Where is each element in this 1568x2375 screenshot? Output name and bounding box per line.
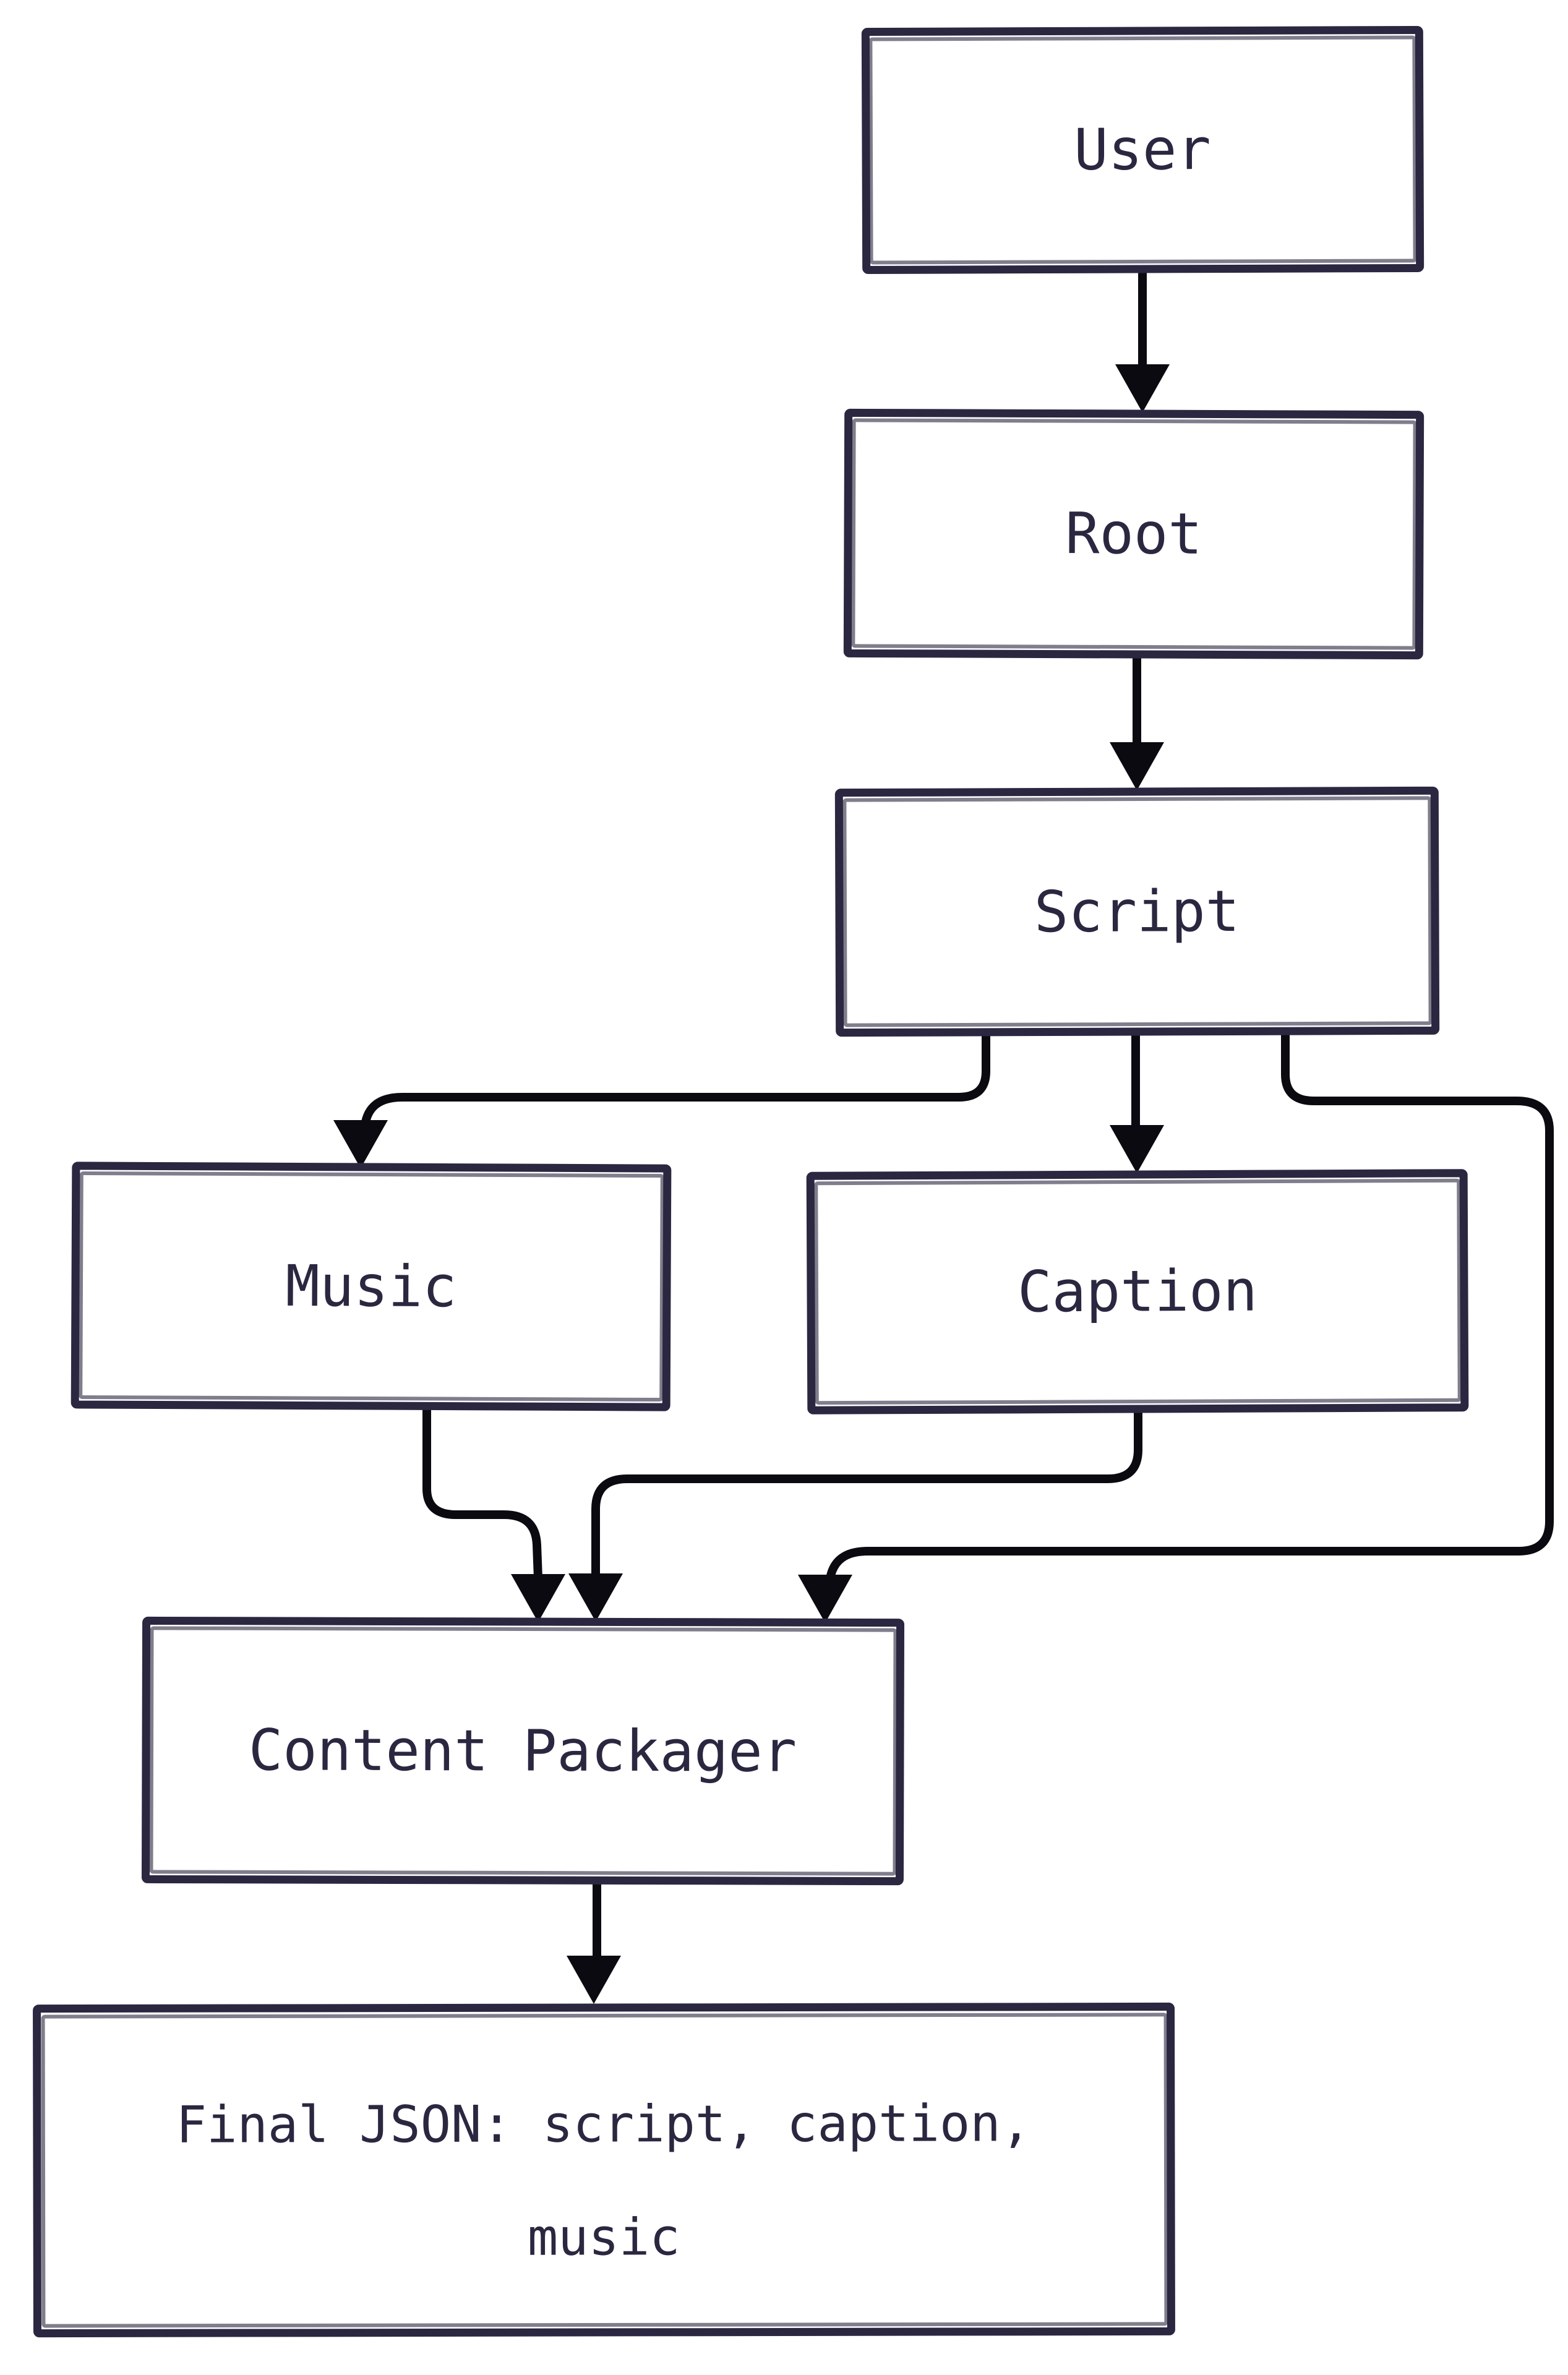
node-script-box-sketch: [842, 796, 1433, 1027]
edge-caption-packager-line: [591, 1406, 1142, 1583]
node-user-box: [861, 25, 1424, 275]
node-music: Music: [71, 1162, 672, 1411]
node-root-box-sketch: [851, 418, 1417, 650]
node-script: Script: [834, 786, 1440, 1037]
node-caption-box: [806, 1169, 1469, 1414]
node-root-box: [843, 408, 1424, 660]
edge-music-packager-line: [422, 1403, 542, 1583]
node-final-json-box-sketch: [41, 2013, 1168, 2328]
node-user-box-sketch: [868, 35, 1417, 265]
node-content-packager: Content Packager: [141, 1616, 905, 1886]
node-music-box: [71, 1162, 672, 1411]
node-user: User: [861, 25, 1424, 275]
node-caption-box-sketch: [814, 1178, 1462, 1405]
node-content-packager-label: Content Packager: [249, 1717, 797, 1784]
node-script-box: [834, 786, 1440, 1037]
edge-caption-packager-arrowhead: [568, 1573, 623, 1622]
edge-script-packager-line: [823, 1029, 1554, 1589]
node-music-box-sketch: [79, 1171, 664, 1402]
edge-music-packager-arrowhead: [511, 1574, 565, 1622]
edge-user-root-arrowhead: [1115, 364, 1170, 413]
node-music-label: Music: [285, 1253, 456, 1320]
node-caption-label: Caption: [1017, 1258, 1257, 1325]
edge-script-caption-arrowhead: [1110, 1125, 1164, 1173]
edge-script-music-line: [358, 1029, 990, 1135]
node-script-label: Script: [1034, 878, 1240, 945]
node-root-label: Root: [1065, 500, 1202, 567]
edge-packager-final-arrowhead: [567, 1956, 621, 2004]
edge-script-packager-arrowhead: [798, 1575, 852, 1623]
edge-root-script-arrowhead: [1110, 742, 1164, 790]
node-final-json-box: [33, 2002, 1175, 2338]
edges-layer: [333, 266, 1554, 2004]
node-final-json: Final JSON: script, caption, music: [33, 2002, 1175, 2338]
node-final-json-label-line1: Final JSON: script, caption,: [176, 2094, 1031, 2154]
node-final-json-label-line2: music: [528, 2208, 680, 2267]
edge-script-music-arrowhead: [333, 1120, 388, 1168]
node-content-packager-box-sketch: [149, 1626, 898, 1876]
node-content-packager-box: [141, 1616, 905, 1886]
node-root: Root: [843, 408, 1424, 660]
node-caption: Caption: [806, 1169, 1469, 1414]
node-user-label: User: [1074, 116, 1211, 183]
